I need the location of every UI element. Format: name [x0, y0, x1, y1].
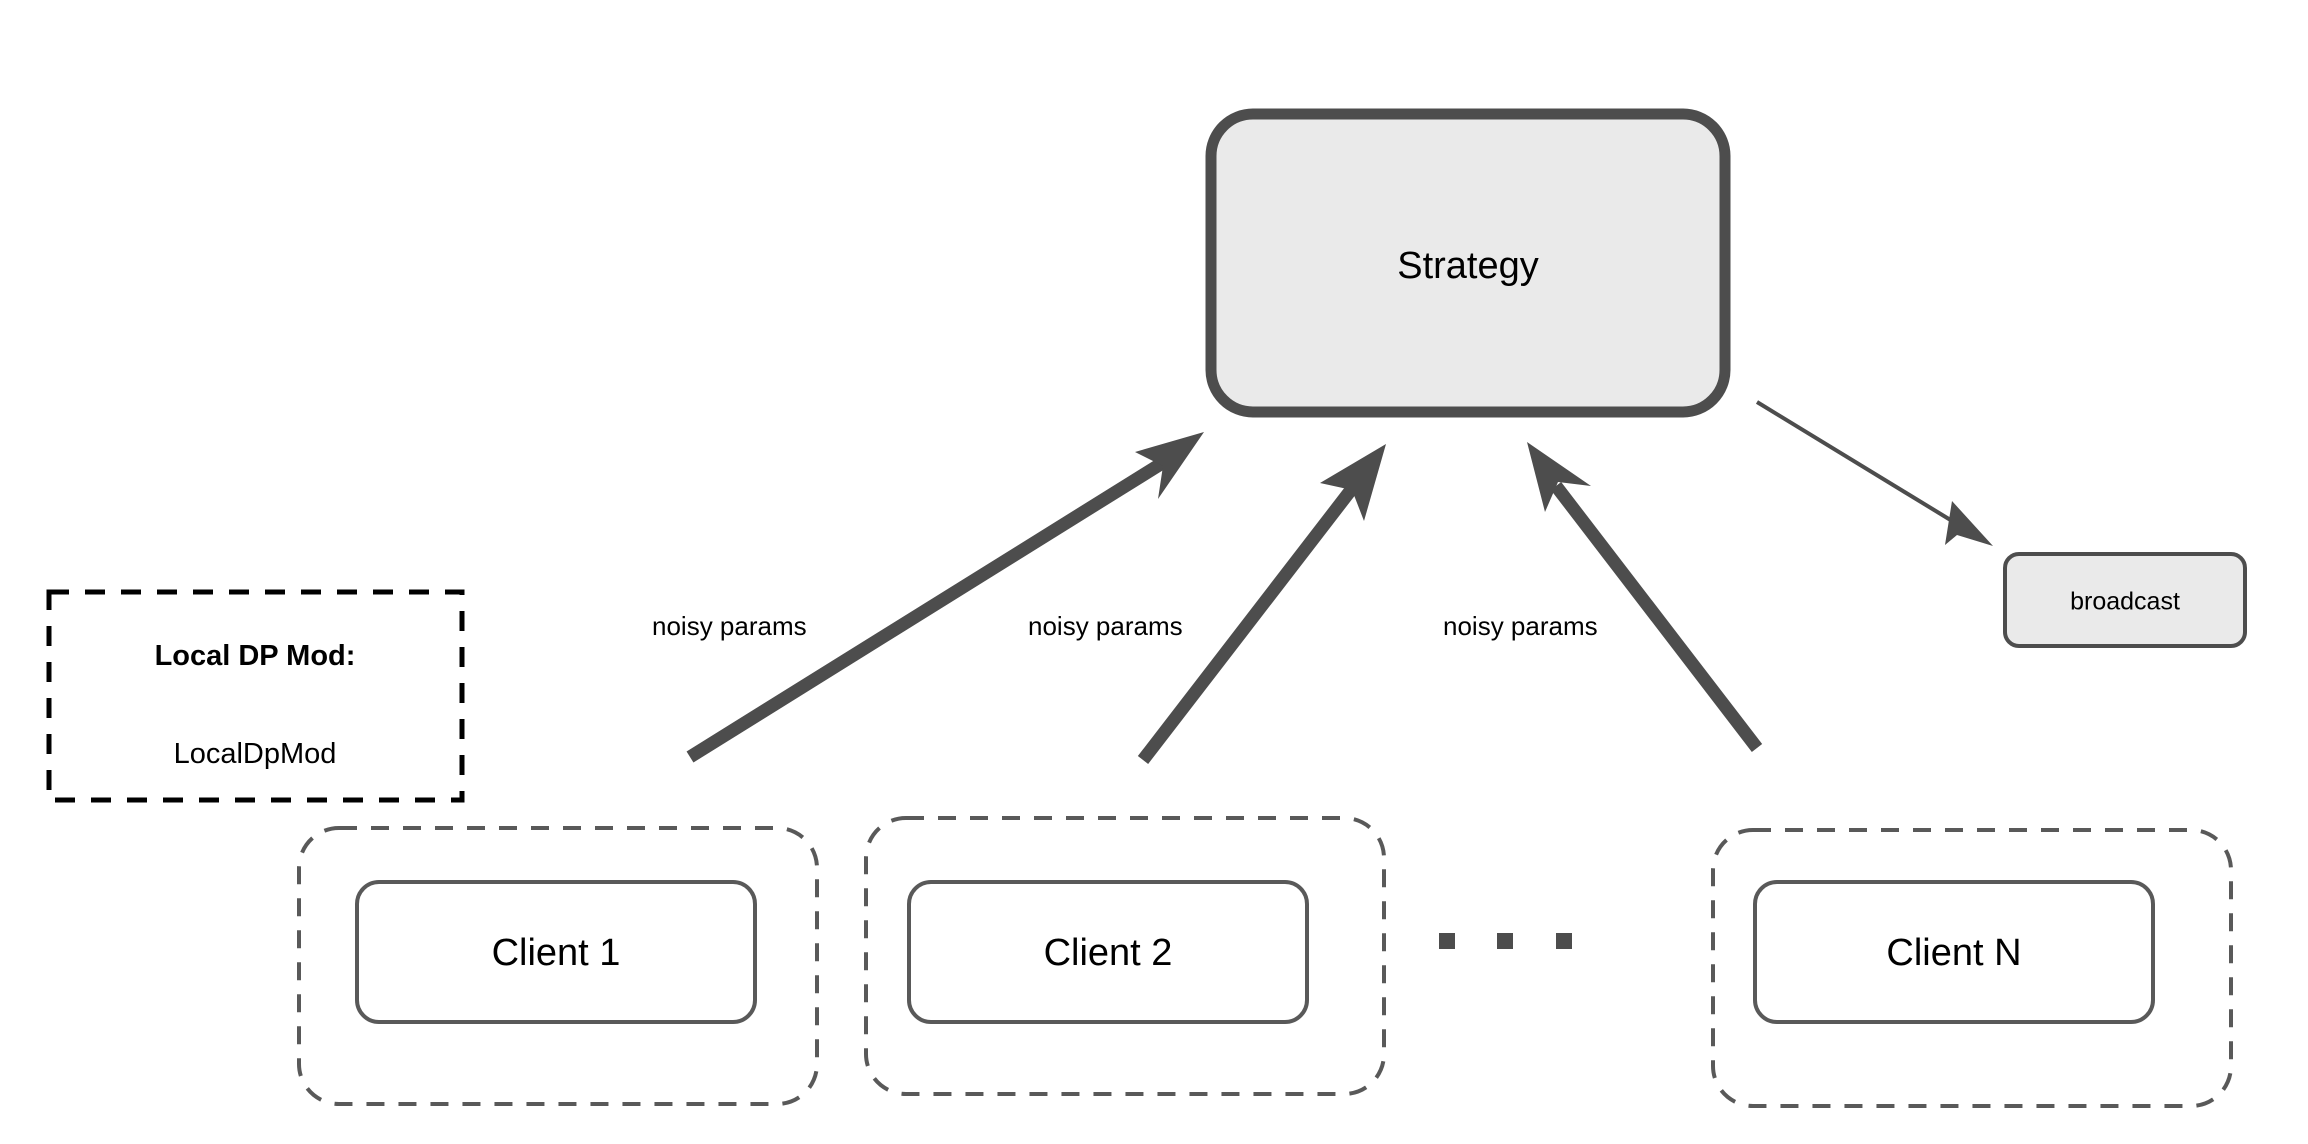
client-group-1[interactable]: Client 1: [297, 826, 819, 1106]
edge-strategy-to-broadcast: [1755, 400, 1993, 546]
edge-broadcast-arrowhead: [1945, 501, 1993, 546]
client-1-box[interactable]: [355, 880, 757, 1024]
client-n-box[interactable]: [1753, 880, 2155, 1024]
client-2-outer-boundary: [864, 816, 1386, 1096]
edge-clientN-arrowhead: [1527, 442, 1591, 512]
edge-label-client2: noisy params: [1028, 611, 1183, 641]
edge-label-client1: noisy params: [652, 611, 807, 641]
client-2-label: Client 2: [1044, 932, 1173, 974]
ellipsis-dot-3: [1556, 933, 1572, 949]
client-2-box[interactable]: [907, 880, 1309, 1024]
edge-client2-to-strategy: noisy params: [1028, 444, 1386, 764]
edge-client2-arrowhead: [1320, 444, 1386, 521]
clients-ellipsis: [1439, 933, 1572, 949]
broadcast-node[interactable]: broadcast: [2003, 552, 2247, 648]
strategy-node-label: Strategy: [1397, 245, 1539, 287]
ellipsis-dot-2: [1497, 933, 1513, 949]
client-n-label: Client N: [1886, 932, 2021, 974]
edge-client1-line: [686, 451, 1176, 763]
strategy-node[interactable]: Strategy: [1205, 108, 1731, 418]
client-1-label: Client 1: [492, 932, 621, 974]
edge-clientN-to-strategy: noisy params: [1443, 442, 1763, 752]
local-dp-mod-heading: Local DP Mod:: [155, 640, 356, 672]
ellipsis-dot-1: [1439, 933, 1455, 949]
local-dp-mod-box-outline: [46, 589, 465, 803]
client-1-outer-boundary: [297, 826, 819, 1106]
client-n-outer-boundary: [1711, 828, 2233, 1108]
edge-label-clientN: noisy params: [1443, 611, 1598, 641]
client-group-n[interactable]: Client N: [1711, 828, 2233, 1108]
edge-client2-line: [1137, 482, 1360, 764]
broadcast-node-box[interactable]: [2003, 552, 2247, 648]
strategy-node-box[interactable]: [1205, 108, 1731, 418]
edge-client1-arrowhead: [1135, 432, 1204, 499]
edge-client1-to-strategy: noisy params: [652, 432, 1204, 763]
edge-clientN-line: [1550, 482, 1763, 752]
edge-broadcast-line: [1755, 400, 1964, 529]
client-group-2[interactable]: Client 2: [864, 816, 1386, 1096]
local-dp-mod-box: Local DP Mod: LocalDpMod: [46, 589, 465, 803]
broadcast-node-label: broadcast: [2070, 588, 2180, 616]
local-dp-mod-value: LocalDpMod: [174, 738, 337, 770]
